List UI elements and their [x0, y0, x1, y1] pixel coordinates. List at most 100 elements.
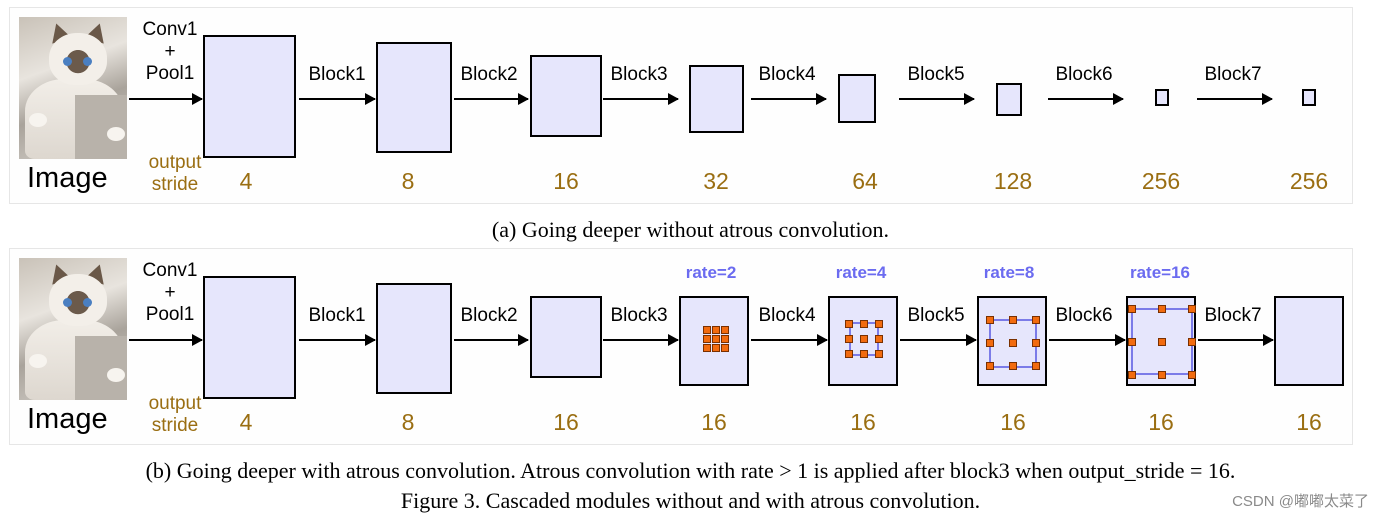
stride-value: 8 — [401, 409, 415, 435]
kernel-dot — [1032, 362, 1040, 370]
kernel-dot — [703, 335, 711, 343]
caption-b: (b) Going deeper with atrous convolution… — [145, 458, 1236, 483]
kernel-dot — [712, 335, 720, 343]
cat-image — [19, 17, 127, 159]
stride-value: 16 — [553, 168, 579, 194]
feature-map-1 — [203, 276, 296, 399]
stride-value: 16 — [1148, 409, 1174, 435]
conv-pool-label: Conv1 + Pool1 — [142, 19, 198, 84]
block-label: Block5 — [907, 305, 965, 326]
kernel-dot — [986, 339, 994, 347]
kernel-dot — [703, 326, 711, 334]
output-stride-label: output stride — [148, 152, 202, 195]
block-label: Block6 — [1055, 305, 1113, 326]
block-label: Block5 — [907, 64, 965, 85]
kernel-dot — [1128, 305, 1136, 313]
block-label: Block4 — [758, 64, 816, 85]
feature-map-2 — [376, 42, 452, 153]
kernel-dot — [860, 335, 868, 343]
panel-with-atrous: Image Conv1 + Pool1 output stride 4 Bloc… — [9, 248, 1353, 445]
kernel-dot — [875, 335, 883, 343]
feature-map-7 — [1126, 296, 1196, 386]
arrow-block6 — [1048, 93, 1124, 105]
block-label: Block7 — [1204, 64, 1262, 85]
rate-label: rate=4 — [835, 263, 887, 282]
kernel-dot — [845, 320, 853, 328]
kernel-dot — [986, 362, 994, 370]
block-label: Block7 — [1204, 305, 1262, 326]
stride-value: 16 — [553, 409, 579, 435]
kernel-dot — [1032, 316, 1040, 324]
block-label: Block3 — [610, 64, 668, 85]
kernel-dot — [1158, 338, 1166, 346]
figure-caption: Figure 3. Cascaded modules without and w… — [400, 488, 981, 513]
stride-value: 32 — [703, 168, 729, 194]
arrow-block5 — [899, 93, 975, 105]
kernel-dot — [721, 344, 729, 352]
block-label: Block1 — [308, 305, 366, 326]
block-label: Block2 — [460, 305, 518, 326]
feature-map-8 — [1302, 89, 1316, 106]
stride-value: 16 — [850, 409, 876, 435]
kernel-dot — [986, 316, 994, 324]
feature-map-3 — [530, 55, 602, 137]
stride-value: 128 — [993, 168, 1033, 194]
panel-without-atrous: Image Conv1 + Pool1 output stride 4 Bloc… — [9, 7, 1353, 204]
image-label: Image — [27, 162, 108, 194]
arrow-block4 — [751, 93, 827, 105]
watermark: CSDN @嘟嘟太菜了 — [1232, 493, 1369, 510]
kernel-dot — [1128, 338, 1136, 346]
arrow-block3 — [603, 334, 679, 346]
kernel-dot — [1188, 305, 1196, 313]
arrow-block2 — [454, 93, 529, 105]
feature-map-1 — [203, 35, 296, 158]
image-label: Image — [27, 403, 108, 435]
kernel-dot — [1188, 338, 1196, 346]
arrow-block3 — [603, 93, 679, 105]
feature-map-2 — [376, 283, 452, 394]
stride-value: 16 — [1296, 409, 1322, 435]
kernel-dot — [721, 335, 729, 343]
feature-map-6 — [977, 296, 1047, 386]
kernel-dot — [1188, 371, 1196, 379]
kernel-dot — [1032, 339, 1040, 347]
arrow-block1 — [299, 93, 376, 105]
arrow-block7 — [1197, 93, 1273, 105]
feature-map-8 — [1274, 296, 1344, 386]
kernel-dot — [860, 320, 868, 328]
block-label: Block6 — [1055, 64, 1113, 85]
kernel-dot — [1009, 316, 1017, 324]
feature-map-5 — [828, 296, 898, 386]
arrow-block5 — [900, 334, 977, 346]
kernel-dot — [1158, 371, 1166, 379]
arrow-block2 — [454, 334, 529, 346]
kernel-dot — [1158, 305, 1166, 313]
kernel-dot — [1009, 339, 1017, 347]
block-label: Block2 — [460, 64, 518, 85]
kernel-dot — [845, 350, 853, 358]
kernel-dot — [712, 326, 720, 334]
stride-value: 256 — [1289, 168, 1329, 194]
feature-map-6 — [996, 83, 1022, 116]
stride-value: 8 — [401, 168, 415, 194]
stride-value: 16 — [701, 409, 727, 435]
stride-value: 16 — [1000, 409, 1026, 435]
stride-value: 4 — [239, 168, 253, 194]
kernel-dot — [875, 320, 883, 328]
arrow-block7 — [1198, 334, 1274, 346]
arrow-conv — [129, 334, 203, 346]
rate-label: rate=16 — [1129, 263, 1191, 282]
arrow-block1 — [299, 334, 376, 346]
rate-label: rate=8 — [983, 263, 1035, 282]
kernel-dot — [721, 326, 729, 334]
arrow-conv — [129, 93, 203, 105]
output-stride-label: output stride — [148, 393, 202, 436]
kernel-dot — [703, 344, 711, 352]
block-label: Block3 — [610, 305, 668, 326]
conv-pool-label: Conv1 + Pool1 — [142, 260, 198, 325]
kernel-dot — [1128, 371, 1136, 379]
arrow-block6 — [1049, 334, 1126, 346]
kernel-dot — [1009, 362, 1017, 370]
stride-value: 4 — [239, 409, 253, 435]
rate-label: rate=2 — [685, 263, 737, 282]
